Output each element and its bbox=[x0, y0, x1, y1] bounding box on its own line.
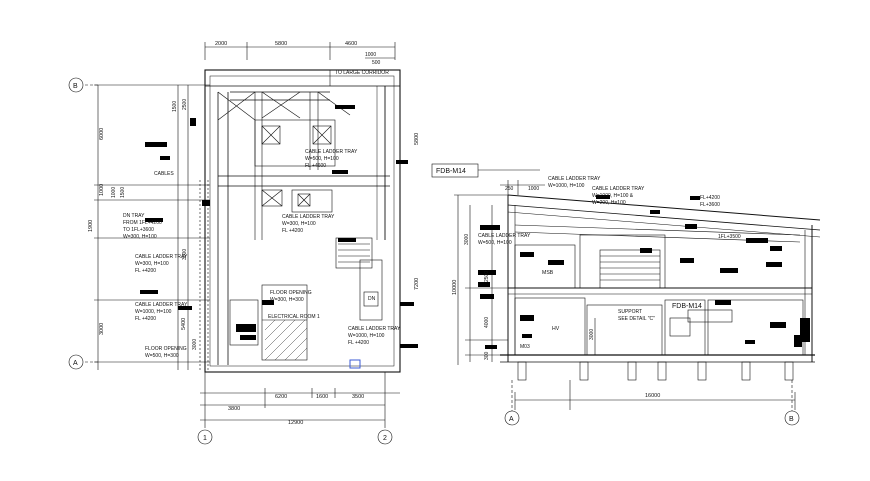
section-tray-c-line2: W=500, H=100 bbox=[478, 240, 512, 246]
tray-a-line2: W=500, H=100 bbox=[305, 156, 339, 162]
room-hv: HV bbox=[552, 326, 560, 332]
section-fl-a: FL+4200 bbox=[700, 195, 720, 201]
section-grid-a: A bbox=[509, 416, 514, 423]
plan-left-small-1: 1500 bbox=[172, 101, 178, 112]
plan-top-sub-dim-1: 1000 bbox=[365, 52, 376, 58]
plan-left-small-4: 1500 bbox=[120, 187, 126, 198]
section-inner-dim: 3000 bbox=[589, 329, 595, 340]
plan-left-dim-4: 3000 bbox=[99, 323, 105, 335]
floor-opening-b-line2: W=500, H=300 bbox=[145, 353, 179, 359]
section-labels: FDB-M14 FDB-M14 250 1000 10000 3000 2500… bbox=[436, 168, 741, 399]
tray-a-line3: FL +4600 bbox=[305, 163, 326, 169]
dn-tray-line2: FROM 1FL+4200 bbox=[123, 220, 162, 226]
section-left-dim-2: 2500 bbox=[484, 271, 490, 282]
dn-tray-line1: DN TRAY bbox=[123, 213, 145, 219]
plan-top-dim-2: 5800 bbox=[275, 41, 287, 47]
plan-view bbox=[85, 42, 401, 430]
plan-grid-b: B bbox=[73, 83, 78, 90]
cables-label: CABLES bbox=[154, 171, 174, 177]
floor-opening-a-line2: W=300, H=300 bbox=[270, 297, 304, 303]
plan-right-dim-1: 5800 bbox=[414, 133, 420, 145]
plan-grid-2: 2 bbox=[383, 435, 387, 442]
section-view bbox=[431, 163, 821, 410]
plan-total-width: 12900 bbox=[288, 420, 303, 426]
plan-left-dim-2: 1000 bbox=[99, 184, 105, 196]
section-tray-a-line2: W=1000, H=100 bbox=[548, 183, 585, 189]
plan-black-blocks bbox=[140, 105, 418, 348]
plan-hatch bbox=[264, 319, 308, 361]
section-total-width: 16000 bbox=[645, 393, 660, 399]
plan-bottom-dim-3: 3500 bbox=[352, 394, 364, 400]
section-tray-b-line3: W=200, H=100 bbox=[592, 200, 626, 206]
plan-left-dim-5: 5400 bbox=[181, 318, 187, 330]
section-left-dim-1: 3000 bbox=[464, 234, 470, 245]
section-tray-b-line1: CABLE LADDER TRAY bbox=[592, 186, 645, 192]
tray-e-line2: W=1000, H=100 bbox=[348, 333, 385, 339]
plan-left-small-3: 1000 bbox=[111, 187, 117, 198]
plan-left-small-5: 3000 bbox=[182, 249, 188, 260]
section-black-blocks bbox=[478, 195, 810, 349]
plan-bottom-dim-1: 6200 bbox=[275, 394, 287, 400]
section-left-dim-3: 4000 bbox=[484, 317, 490, 328]
tray-a-line1: CABLE LADDER TRAY bbox=[305, 149, 358, 155]
plan-top-dim-3: 4600 bbox=[345, 41, 357, 47]
plan-top-sub-dim-2: 500 bbox=[372, 60, 381, 66]
tray-e-line1: CABLE LADDER TRAY bbox=[348, 326, 401, 332]
section-tag-top: FDB-M14 bbox=[436, 168, 466, 175]
section-top-dim-2: 1000 bbox=[528, 186, 539, 192]
tray-d-line3: FL +4200 bbox=[135, 316, 156, 322]
tray-d-line2: W=1000, H=100 bbox=[135, 309, 172, 315]
section-tag-inner: FDB-M14 bbox=[672, 303, 702, 310]
tray-e-line3: FL +4200 bbox=[348, 340, 369, 346]
electrical-room-label: ELECTRICAL ROOM 1 bbox=[268, 314, 320, 320]
room-mdb: M03 bbox=[520, 344, 530, 350]
plan-bottom-dim-2: 1600 bbox=[316, 394, 328, 400]
plan-grid-bubbles bbox=[68, 77, 393, 445]
section-top-dim-1: 250 bbox=[505, 186, 514, 192]
plan-bottom-dim-4: 3800 bbox=[228, 406, 240, 412]
section-left-dim-4: 300 bbox=[484, 351, 490, 360]
section-support-line1: SUPPORT bbox=[618, 309, 642, 315]
plan-grid-1: 1 bbox=[203, 435, 207, 442]
dn-label: DN bbox=[368, 296, 376, 302]
section-grid-bubbles bbox=[504, 380, 800, 426]
section-fl-c: 1FL+3500 bbox=[718, 234, 741, 240]
section-fl-b: FL+3600 bbox=[700, 202, 720, 208]
dn-tray-line3: TO 1FL+3600 bbox=[123, 227, 154, 233]
room-msb: MSB bbox=[542, 270, 554, 276]
floor-opening-b-line1: FLOOR OPENING bbox=[145, 346, 187, 352]
corridor-label: TO LARGE CORRIDOR bbox=[335, 70, 389, 76]
dn-tray-line4: W=300, H=100 bbox=[123, 234, 157, 240]
section-tray-b-line2: W=1000, H=100 & bbox=[592, 193, 634, 199]
tray-c-line3: FL +4200 bbox=[135, 268, 156, 274]
plan-left-dim-3: 1900 bbox=[88, 220, 94, 232]
section-tray-a-line1: CABLE LADDER TRAY bbox=[548, 176, 601, 182]
tray-b-line3: FL +4200 bbox=[282, 228, 303, 234]
tray-c-line1: CABLE LADDER TRAY bbox=[135, 254, 188, 260]
section-grid-b: B bbox=[789, 416, 794, 423]
plan-top-dim-1: 2000 bbox=[215, 41, 227, 47]
plan-left-small-6: 3000 bbox=[192, 339, 198, 350]
section-tray-c-line1: CABLE LADDER TRAY bbox=[478, 233, 531, 239]
plan-labels: 2000 5800 4600 1000 500 TO LARGE CORRIDO… bbox=[88, 41, 420, 426]
floor-opening-a-line1: FLOOR OPENING bbox=[270, 290, 312, 296]
plan-right-dim-2: 7200 bbox=[414, 278, 420, 290]
section-support-line2: SEE DETAIL "C" bbox=[618, 316, 655, 322]
plan-grid-a: A bbox=[73, 360, 78, 367]
tray-c-line2: W=300, H=100 bbox=[135, 261, 169, 267]
tray-d-line1: CABLE LADDER TRAY bbox=[135, 302, 188, 308]
tray-b-line2: W=300, H=100 bbox=[282, 221, 316, 227]
tray-b-line1: CABLE LADDER TRAY bbox=[282, 214, 335, 220]
section-outer-dim: 10000 bbox=[452, 280, 458, 295]
plan-left-small-2: 2500 bbox=[182, 99, 188, 110]
plan-left-dim-1: 6000 bbox=[99, 128, 105, 140]
